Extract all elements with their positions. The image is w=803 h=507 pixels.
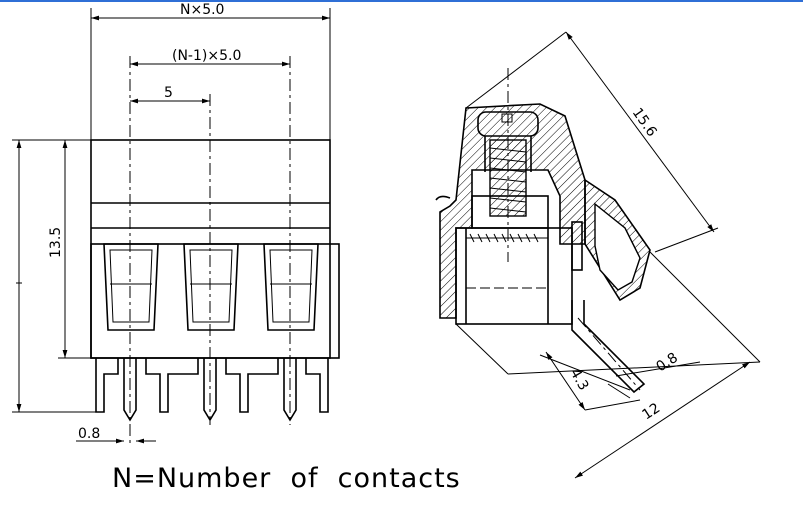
- dim-pitch-span: (N-1)×5.0: [172, 48, 241, 64]
- screw-opening-3: [263, 243, 319, 331]
- dim-depth: 12: [639, 400, 663, 423]
- screw-head: [477, 111, 539, 137]
- caption: N=Number of contacts: [112, 463, 461, 494]
- front-view: [12, 8, 340, 445]
- clamp-body: [455, 227, 573, 325]
- dim-line-pin-length: [545, 351, 586, 411]
- dim-pitch: 5: [164, 85, 173, 101]
- screw-opening-2: [183, 243, 239, 331]
- dim-height: 13.5: [48, 227, 64, 258]
- screw-opening-1: [103, 243, 159, 331]
- side-view: [435, 31, 761, 479]
- top-border: [0, 0, 803, 2]
- dim-line-depth: [574, 361, 751, 479]
- dim-pin-thickness: 0.8: [653, 350, 680, 376]
- dim-total-width: N×5.0: [180, 2, 224, 18]
- dim-pin-width: 0.8: [78, 426, 100, 442]
- dim-line-diagonal: [565, 31, 715, 233]
